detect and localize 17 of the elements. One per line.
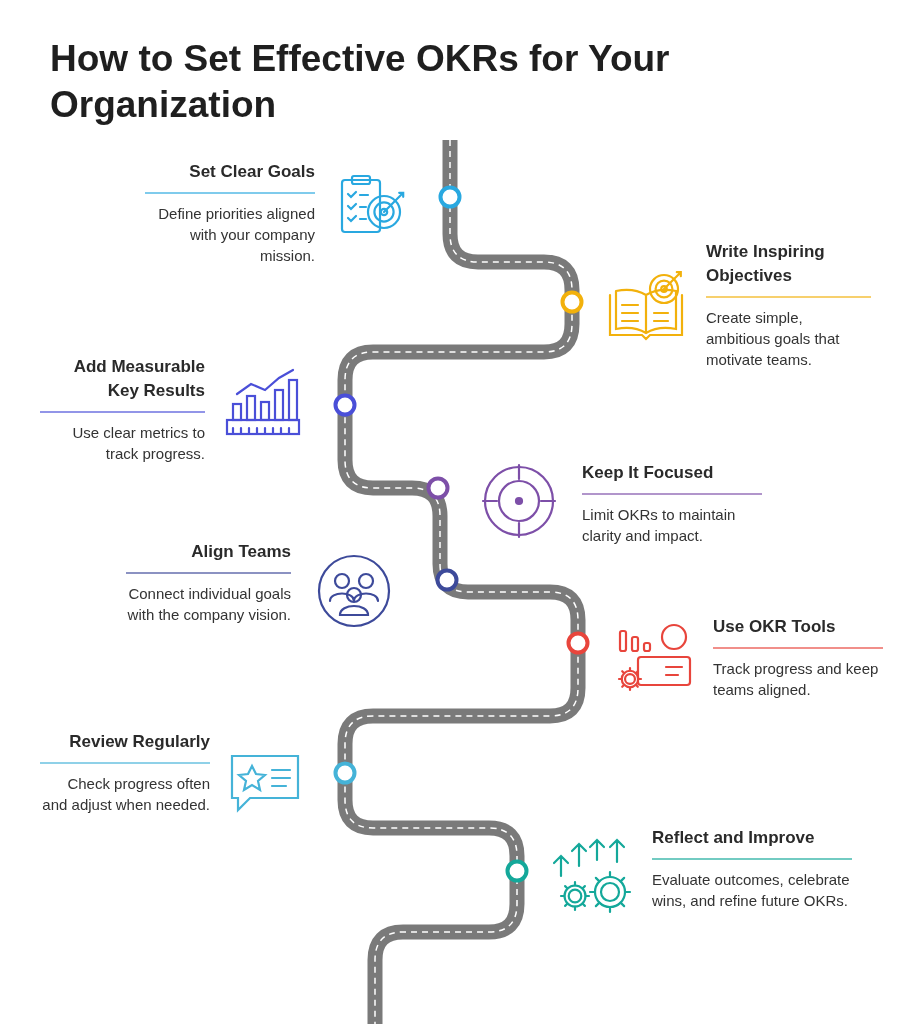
step-description: Connect individual goals with the company vision. xyxy=(126,583,291,625)
step-description: Limit OKRs to maintain clarity and impact. xyxy=(582,504,737,546)
step-description: Create simple, ambitious goals that motivate teams. xyxy=(706,307,841,370)
step-heading: Use OKR Tools xyxy=(713,616,837,638)
step-description: Track progress and keep teams aligned. xyxy=(713,658,880,700)
step-heading: Keep It Focused xyxy=(582,462,715,484)
step-heading: Reflect and Improve xyxy=(652,827,816,849)
step-heading: Write Inspiring Objectives xyxy=(706,241,826,287)
step-heading: Review Regularly xyxy=(68,731,210,753)
step-description: Use clear metrics to track progress. xyxy=(71,422,205,464)
title: How to Set Effective OKRs for Your Organization xyxy=(50,37,670,127)
step-description: Evaluate outcomes, celebrate wins, and refine future OKRs. xyxy=(652,869,851,911)
step-heading: Set Clear Goals xyxy=(188,161,315,183)
step-description: Check progress often and adjust when needed. xyxy=(41,773,210,815)
step-heading: Align Teams xyxy=(190,541,291,563)
step-heading: Add Measurable Key Results xyxy=(72,356,205,402)
step-description: Define priorities aligned with your company mission. xyxy=(157,203,315,266)
